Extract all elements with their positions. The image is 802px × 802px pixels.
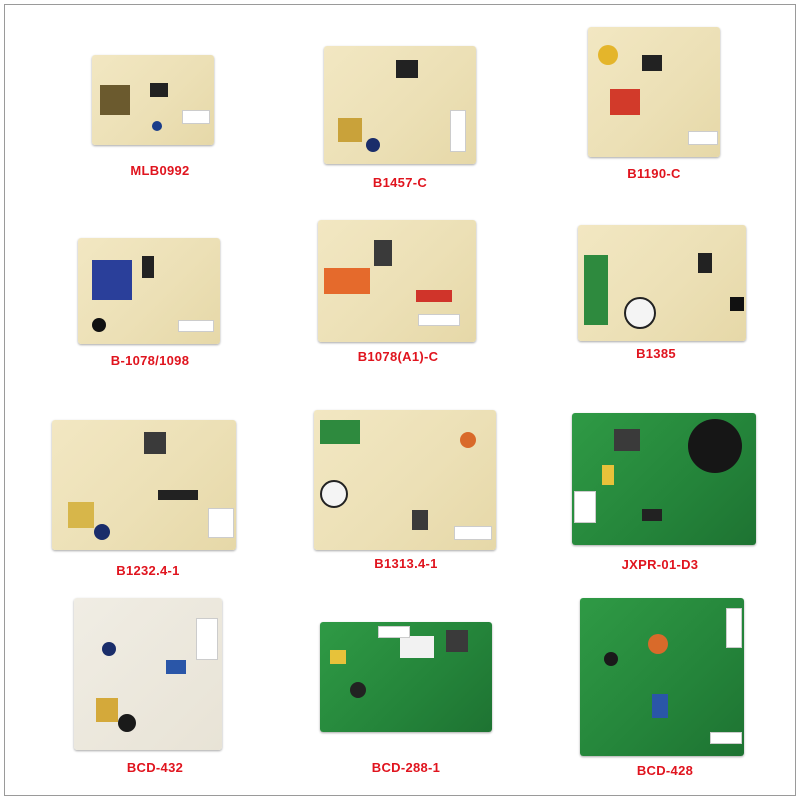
pcb-image-b1385 xyxy=(578,225,746,341)
capacitor xyxy=(366,138,380,152)
relay xyxy=(698,253,712,273)
model-label: JXPR-01-D3 xyxy=(621,557,699,572)
connector xyxy=(726,608,742,648)
pcb-image-b1190c xyxy=(588,27,720,157)
relay xyxy=(412,510,428,530)
capacitor-blue xyxy=(652,694,668,718)
relay xyxy=(446,630,468,652)
connector xyxy=(710,732,742,744)
capacitor-yellow xyxy=(602,465,614,485)
model-label: B1078(A1)-C xyxy=(357,349,439,364)
transformer-blue xyxy=(92,260,132,300)
capacitor xyxy=(118,714,136,732)
model-label: B1232.4-1 xyxy=(116,563,180,578)
model-label: BCD-428 xyxy=(636,763,694,778)
connector xyxy=(208,508,234,538)
pcb-image-b1232-4-1 xyxy=(52,420,236,550)
capacitor xyxy=(102,642,116,656)
connector xyxy=(418,314,460,326)
relay-red xyxy=(610,89,640,115)
relay-blue xyxy=(166,660,186,674)
inductor-orange xyxy=(648,634,668,654)
model-label: BCD-288-1 xyxy=(371,760,441,775)
relay xyxy=(374,240,392,266)
ic-chip xyxy=(642,509,662,521)
number-sticker xyxy=(624,297,656,329)
module-green xyxy=(320,420,360,444)
inductor-orange xyxy=(460,432,476,448)
transformer xyxy=(100,85,130,115)
model-label: B1190-C xyxy=(627,166,681,181)
pcb-image-bcd-288-1 xyxy=(320,622,492,732)
capacitor-yellow xyxy=(598,45,618,65)
pcb-image-b1078-1098 xyxy=(78,238,220,344)
capacitor-yellow xyxy=(330,650,346,664)
relay xyxy=(150,83,168,97)
pcb-image-b1078a1c xyxy=(318,220,476,342)
connector xyxy=(378,626,410,638)
pcb-image-jxpr-01-d3 xyxy=(572,413,756,545)
capacitor xyxy=(604,652,618,666)
pcb-image-b1313-4-1 xyxy=(314,410,496,550)
ic-chip xyxy=(158,490,198,500)
image-frame xyxy=(4,4,796,796)
model-label: MLB0992 xyxy=(130,163,190,178)
model-label: B1457-C xyxy=(372,175,428,190)
connector xyxy=(688,131,718,145)
transformer xyxy=(338,118,362,142)
model-label: B1385 xyxy=(636,346,676,361)
capacitor xyxy=(152,121,162,131)
pcb-image-b1457c xyxy=(324,46,476,164)
model-label: B-1078/1098 xyxy=(110,353,190,368)
connector xyxy=(450,110,466,152)
model-label: BCD-432 xyxy=(126,760,184,775)
relay xyxy=(144,432,166,454)
relay xyxy=(396,60,418,78)
relay-orange xyxy=(324,268,370,294)
transformer xyxy=(96,698,118,722)
number-sticker xyxy=(320,480,348,508)
transformer xyxy=(68,502,94,528)
inductor xyxy=(614,429,640,451)
connector xyxy=(196,618,218,660)
capacitor-large xyxy=(688,419,742,473)
model-label: B1313.4-1 xyxy=(374,556,438,571)
capacitor xyxy=(92,318,106,332)
pcb-image-bcd-428 xyxy=(580,598,744,756)
label-sticker xyxy=(400,636,434,658)
connector xyxy=(182,110,210,124)
capacitor xyxy=(94,524,110,540)
pcb-image-mlb0992 xyxy=(92,55,214,145)
chip-label xyxy=(416,290,452,302)
connector xyxy=(454,526,492,540)
inductor xyxy=(350,682,366,698)
connector xyxy=(574,491,596,523)
module-green xyxy=(584,255,608,325)
relay xyxy=(142,256,154,278)
relay xyxy=(642,55,662,71)
connector xyxy=(178,320,214,332)
pcb-image-bcd-432 xyxy=(74,598,222,750)
connector-black xyxy=(730,297,744,311)
